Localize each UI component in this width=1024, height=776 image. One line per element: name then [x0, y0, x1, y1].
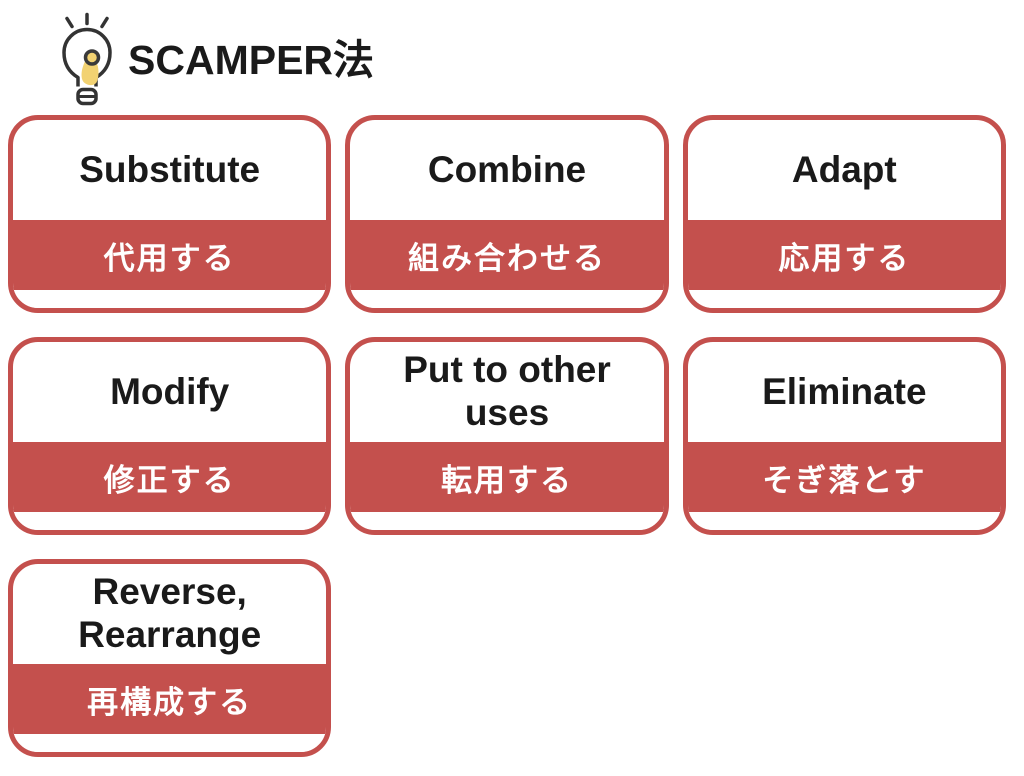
- card-english-label: Eliminate: [762, 370, 927, 412]
- card-footer-strip: [350, 512, 664, 530]
- card-modify: Modify 修正する: [8, 337, 332, 535]
- card-japanese-label: 再構成する: [87, 684, 253, 720]
- card-red-band: 転用する: [350, 442, 664, 512]
- card-top: Put to other uses: [350, 342, 663, 442]
- card-substitute: Substitute 代用する: [8, 115, 332, 313]
- card-top: Combine: [350, 120, 663, 220]
- card-footer-strip: [687, 512, 1001, 530]
- card-japanese-label: 組み合わせる: [407, 240, 606, 276]
- card-footer-strip: [350, 290, 664, 308]
- card-english-label: Combine: [427, 148, 587, 190]
- card-adapt: Adapt 応用する: [682, 115, 1006, 313]
- card-japanese-label: 転用する: [440, 462, 573, 498]
- card-japanese-label: 応用する: [778, 240, 911, 276]
- card-japanese-label: 代用する: [103, 240, 236, 276]
- card-red-band: そぎ落とす: [687, 442, 1001, 512]
- header: SCAMPER法: [52, 12, 374, 108]
- card-english-label: Modify: [110, 370, 230, 412]
- card-top: Reverse, Rearrange: [13, 564, 326, 664]
- card-reverse-rearrange: Reverse, Rearrange 再構成する: [8, 559, 332, 757]
- card-red-band: 組み合わせる: [350, 220, 664, 290]
- card-footer-strip: [13, 512, 327, 530]
- card-english-label: Put to other uses: [403, 349, 611, 433]
- card-english-label: Substitute: [79, 148, 261, 190]
- card-top: Substitute: [13, 120, 326, 220]
- card-footer-strip: [13, 290, 327, 308]
- card-combine: Combine 組み合わせる: [345, 115, 669, 313]
- scamper-card-grid: Substitute 代用する Combine 組み合わせる Adapt 応用す…: [8, 115, 1006, 757]
- card-top: Modify: [13, 342, 326, 442]
- card-japanese-label: 修正する: [103, 462, 236, 498]
- card-footer-strip: [13, 734, 327, 752]
- card-red-band: 応用する: [687, 220, 1001, 290]
- card-japanese-label: そぎ落とす: [762, 462, 927, 498]
- card-red-band: 再構成する: [13, 664, 327, 734]
- card-red-band: 代用する: [13, 220, 327, 290]
- lightbulb-icon: [62, 12, 112, 106]
- card-put-to-other-uses: Put to other uses 転用する: [345, 337, 669, 535]
- card-footer-strip: [687, 290, 1001, 308]
- card-top: Adapt: [688, 120, 1001, 220]
- card-eliminate: Eliminate そぎ落とす: [682, 337, 1006, 535]
- card-red-band: 修正する: [13, 442, 327, 512]
- card-top: Eliminate: [688, 342, 1001, 442]
- page-title: SCAMPER法: [128, 37, 375, 83]
- card-english-label: Reverse, Rearrange: [78, 571, 262, 655]
- card-english-label: Adapt: [791, 148, 897, 190]
